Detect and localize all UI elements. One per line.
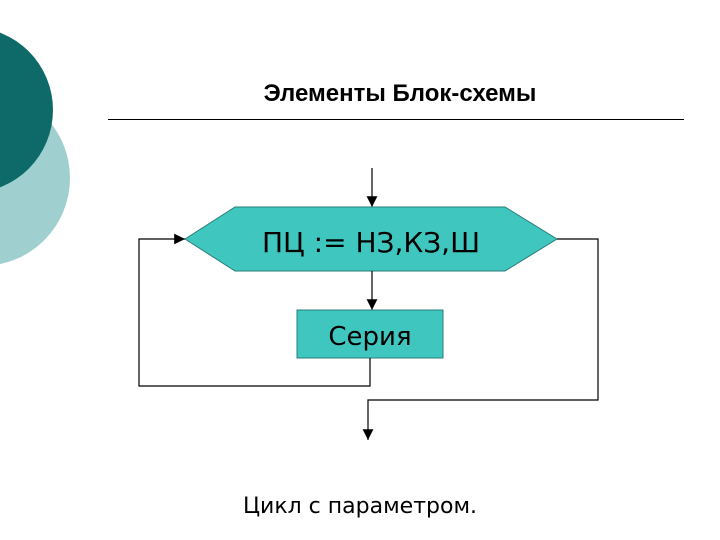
exit-arrow — [362, 238, 599, 440]
slide-caption: Цикл с параметром. — [242, 494, 478, 519]
decorative-circle-dark — [0, 32, 53, 188]
loop-body-text: Серия — [328, 322, 411, 352]
title-underline — [108, 119, 684, 120]
loop-body-box — [296, 309, 444, 359]
slide-title: Элементы Блок-схемы — [263, 80, 537, 107]
loop-header-text: ПЦ := НЗ,КЗ,Ш — [262, 226, 480, 259]
loop-back-arrow — [138, 233, 371, 387]
decorative-circles — [0, 32, 70, 265]
